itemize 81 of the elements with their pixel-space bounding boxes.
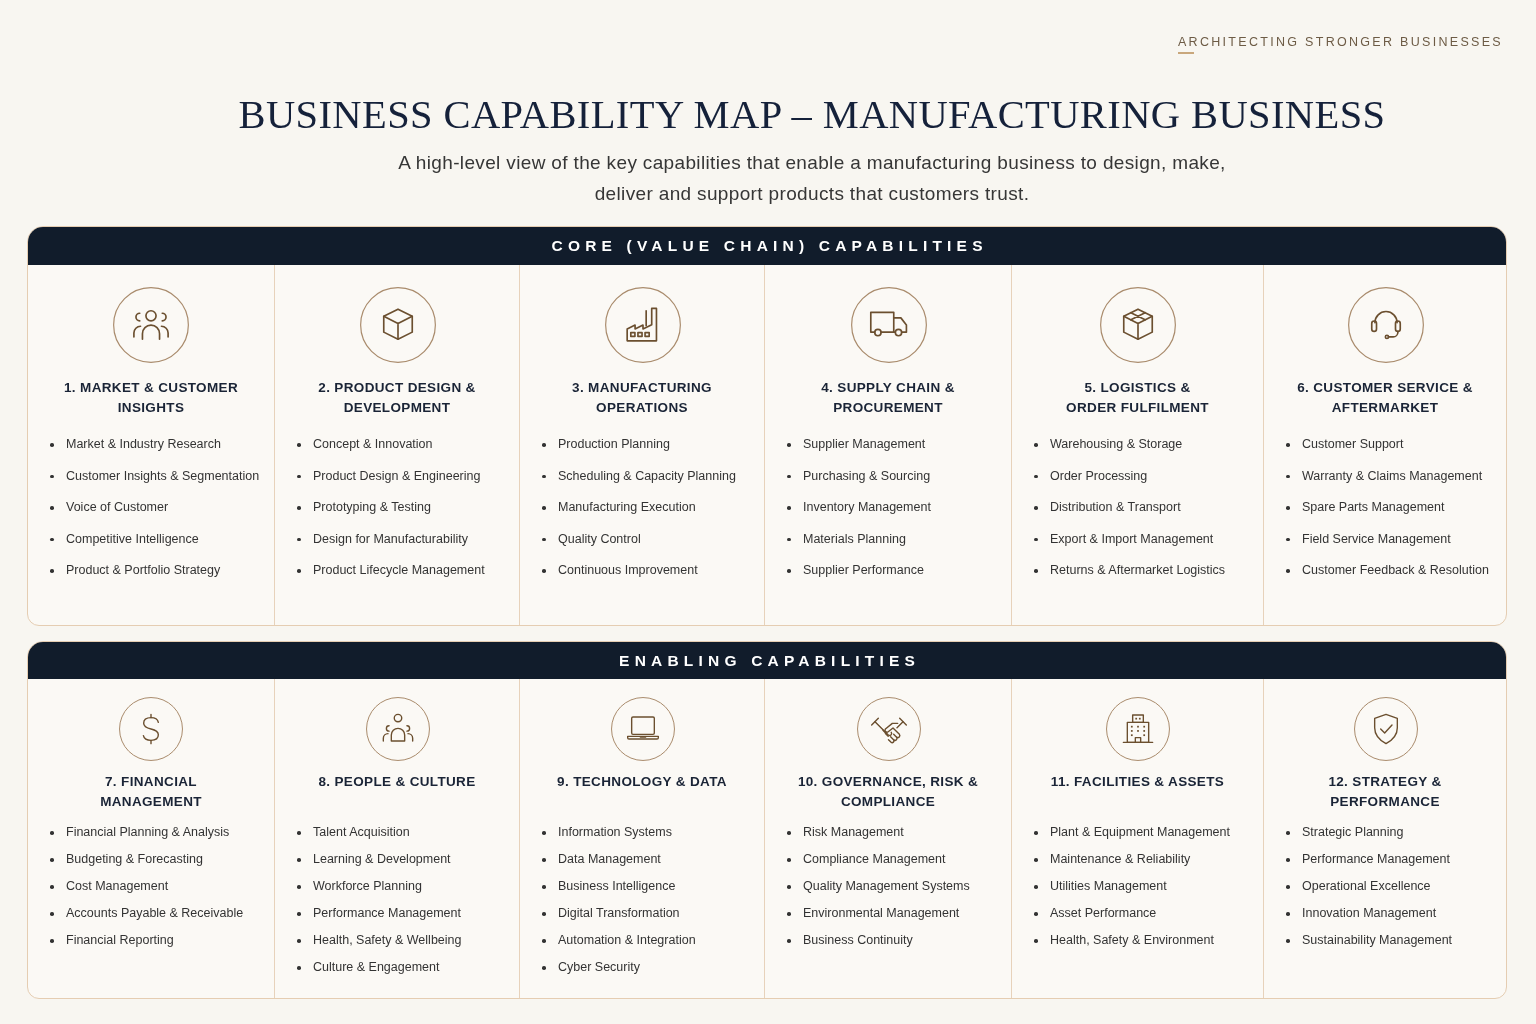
bullet-item: Quality Control <box>541 523 641 555</box>
bullet-item: Risk Management <box>786 819 904 846</box>
bullet-item: Quality Management Systems <box>786 873 970 900</box>
capability-panel <box>27 641 1507 999</box>
bullet-item: Health, Safety & Environment <box>1033 927 1214 954</box>
column-title: 3. MANUFACTURING OPERATIONS <box>571 379 713 417</box>
column-title: 8. PEOPLE & CULTURE <box>318 773 476 791</box>
bullet-item: Supplier Performance <box>786 555 924 587</box>
column-title: 6. CUSTOMER SERVICE & AFTERMARKET <box>1296 379 1474 417</box>
bullet-item: Voice of Customer <box>49 492 169 524</box>
bullet-item: Concept & Innovation <box>296 429 433 461</box>
bullet-item: Talent Acquisition <box>296 819 410 846</box>
bullet-item: Customer Support <box>1285 429 1404 461</box>
bullet-item: Budgeting & Forecasting <box>49 846 203 873</box>
bullet-item: Distribution & Transport <box>1033 492 1181 524</box>
bullet-item: Product Design & Engineering <box>296 460 481 492</box>
bullet-item: Warranty & Claims Management <box>1285 460 1483 492</box>
column-title: 7. FINANCIAL MANAGEMENT <box>99 773 203 811</box>
bullet-item: Inventory Management <box>786 492 931 524</box>
bullet-item: Compliance Management <box>786 846 946 873</box>
bullet-item: Sustainability Management <box>1285 927 1453 954</box>
bullet-item: Purchasing & Sourcing <box>786 460 931 492</box>
tagline: ARCHITECTING STRONGER BUSINESSES <box>1177 35 1503 50</box>
bullet-item: Environmental Management <box>786 900 960 927</box>
bullet-item: Cost Management <box>49 873 169 900</box>
column-title: 1. MARKET & CUSTOMER INSIGHTS <box>63 379 239 417</box>
bullet-item: Digital Transformation <box>541 900 680 927</box>
bullet-item: Market & Industry Research <box>49 429 221 461</box>
bullet-item: Customer Feedback & Resolution <box>1285 555 1489 587</box>
bullet-item: Spare Parts Management <box>1285 492 1445 524</box>
bullet-item: Prototyping & Testing <box>296 492 431 524</box>
bullet-item: Plant & Equipment Management <box>1033 819 1230 846</box>
column-title: 5. LOGISTICS & ORDER FULFILMENT <box>1065 379 1210 417</box>
page-title: BUSINESS CAPABILITY MAP – MANUFACTURING BUSINESS <box>238 91 1386 139</box>
section-header: CORE (VALUE CHAIN) CAPABILITIES <box>28 227 1506 265</box>
column-title: 11. FACILITIES & ASSETS <box>1050 773 1225 791</box>
bullet-item: Scheduling & Capacity Planning <box>541 460 736 492</box>
column-title: 4. SUPPLY CHAIN & PROCUREMENT <box>820 379 956 417</box>
bullet-item: Cyber Security <box>541 954 640 981</box>
bullet-item: Asset Performance <box>1033 900 1157 927</box>
bullet-item: Financial Reporting <box>49 927 174 954</box>
bullet-item: Supplier Management <box>786 429 926 461</box>
bullet-item: Learning & Development <box>296 846 451 873</box>
bullet-item: Product Lifecycle Management <box>296 555 485 587</box>
bullet-item: Field Service Management <box>1285 523 1451 555</box>
bullet-item: Design for Manufacturability <box>296 523 468 555</box>
bullet-item: Production Planning <box>541 429 670 461</box>
bullet-item: Culture & Engagement <box>296 954 440 981</box>
bullet-item: Workforce Planning <box>296 873 422 900</box>
bullet-item: Strategic Planning <box>1285 819 1404 846</box>
bullet-item: Accounts Payable & Receivable <box>49 900 244 927</box>
bullet-item: Materials Planning <box>786 523 906 555</box>
bullet-item: Customer Insights & Segmentation <box>49 460 260 492</box>
bullet-item: Continuous Improvement <box>541 555 698 587</box>
bullet-item: Financial Planning & Analysis <box>49 819 230 846</box>
bullet-item: Innovation Management <box>1285 900 1437 927</box>
bullet-item: Operational Excellence <box>1285 873 1431 900</box>
bullet-item: Performance Management <box>296 900 461 927</box>
bullet-item: Warehousing & Storage <box>1033 429 1183 461</box>
column-title: 12. STRATEGY & PERFORMANCE <box>1327 773 1443 811</box>
column-title: 10. GOVERNANCE, RISK & COMPLIANCE <box>796 773 980 811</box>
bullet-item: Health, Safety & Wellbeing <box>296 927 462 954</box>
bullet-item: Maintenance & Reliability <box>1033 846 1191 873</box>
bullet-item: Business Intelligence <box>541 873 676 900</box>
capability-panel <box>27 226 1507 626</box>
bullet-item: Order Processing <box>1033 460 1148 492</box>
section-header: ENABLING CAPABILITIES <box>28 642 1506 679</box>
column-title: 9. TECHNOLOGY & DATA <box>557 773 727 791</box>
bullet-item: Automation & Integration <box>541 927 696 954</box>
bullet-item: Data Management <box>541 846 661 873</box>
bullet-item: Utilities Management <box>1033 873 1167 900</box>
bullet-item: Returns & Aftermarket Logistics <box>1033 555 1226 587</box>
bullet-item: Business Continuity <box>786 927 913 954</box>
subtitle: A high-level view of the key capabilities that enable a manufacturing business to design, make, deliver and support products that customers trust. <box>397 151 1227 206</box>
bullet-item: Competitive Intelligence <box>49 523 199 555</box>
bullet-item: Manufacturing Execution <box>541 492 696 524</box>
bullet-item: Product & Portfolio Strategy <box>49 555 221 587</box>
bullet-item: Information Systems <box>541 819 672 846</box>
column-title: 2. PRODUCT DESIGN & DEVELOPMENT <box>317 379 477 417</box>
bullet-item: Performance Management <box>1285 846 1450 873</box>
bullet-item: Export & Import Management <box>1033 523 1214 555</box>
